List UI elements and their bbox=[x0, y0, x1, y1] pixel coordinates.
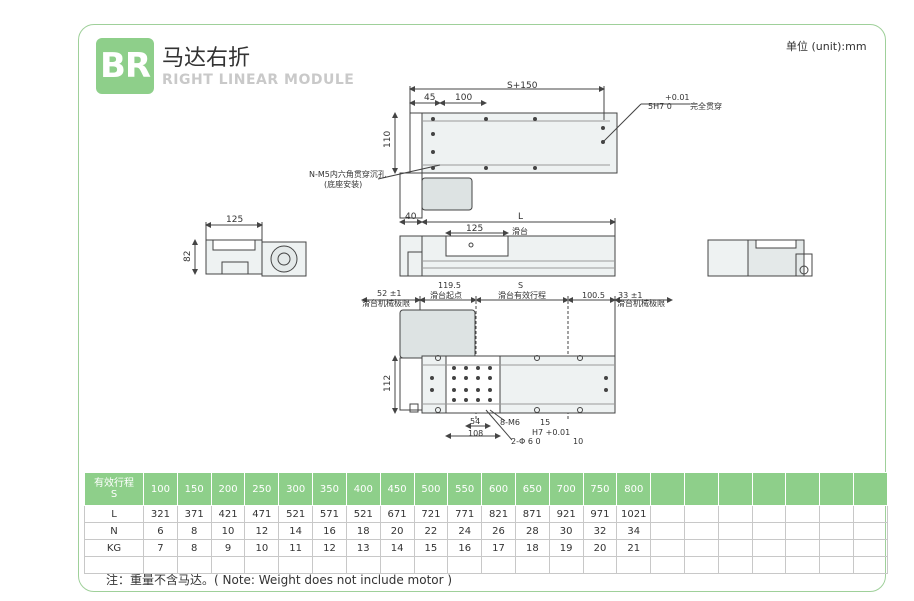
row-label: L bbox=[84, 505, 144, 523]
page-subtitle: RIGHT LINEAR MODULE bbox=[162, 72, 355, 88]
stroke-cell bbox=[785, 472, 821, 506]
row-label bbox=[84, 556, 144, 574]
stroke-cell: 650 bbox=[514, 472, 550, 506]
through-hole-label: 完全贯穿 bbox=[690, 101, 722, 111]
stroke-cell bbox=[684, 472, 719, 506]
table-header-row: 有效行程 S 100 150 200 250 300 350 400 450 5… bbox=[84, 472, 888, 506]
stroke-cell bbox=[853, 472, 888, 506]
front-dim-l: L bbox=[518, 212, 523, 222]
row-label: KG bbox=[84, 539, 144, 557]
bottom-dim-108: 108 bbox=[468, 429, 483, 438]
header-label-cell: 有效行程 S bbox=[84, 472, 144, 506]
unit-label: 单位 (unit):mm bbox=[786, 40, 867, 53]
note-m5: N-M5内六角贯穿沉孔 bbox=[309, 169, 386, 179]
row-label: N bbox=[84, 522, 144, 540]
stroke-cell: 300 bbox=[278, 472, 314, 506]
dim-s150: S+150 bbox=[507, 81, 538, 91]
right-limit-label: 滑台机械极限 bbox=[617, 298, 665, 308]
stroke-cell bbox=[717, 472, 753, 506]
stroke-cell: 800 bbox=[616, 472, 652, 506]
stroke-cell: 150 bbox=[176, 472, 212, 506]
note-base: (底座安装) bbox=[324, 179, 362, 189]
left-limit-dim: 52 ±1 bbox=[377, 289, 402, 298]
stroke-cell bbox=[751, 472, 787, 506]
dim-5h7: 5H7 0 bbox=[648, 102, 672, 111]
pin-depth: 10 bbox=[573, 437, 583, 446]
top-body bbox=[421, 112, 618, 174]
series-badge: BR bbox=[96, 38, 154, 94]
stroke-cell: 600 bbox=[481, 472, 516, 506]
holes-label: 8-M6 bbox=[500, 418, 520, 427]
right-side-view bbox=[707, 239, 813, 277]
table-row bbox=[84, 556, 888, 574]
left-limit-label: 滑台机械极限 bbox=[362, 298, 410, 308]
bottom-dim-112: 112 bbox=[383, 375, 393, 392]
top-motor bbox=[421, 177, 473, 211]
dim-100: 100 bbox=[455, 93, 472, 103]
stroke-cell: 250 bbox=[244, 472, 280, 506]
technical-drawing: 45 100 S+150 +0.01 5H7 0 完全贯穿 110 N-M5内六… bbox=[183, 81, 813, 446]
stroke-cell: 450 bbox=[379, 472, 415, 506]
holes-depth: 15 bbox=[540, 418, 550, 427]
dim-110: 110 bbox=[383, 131, 393, 148]
side-dim-82: 82 bbox=[183, 251, 193, 262]
dim-tol: +0.01 bbox=[665, 93, 690, 102]
stroke-cell bbox=[650, 472, 685, 506]
right-limit-dim: 33 ±1 bbox=[618, 291, 643, 300]
stroke-cell: 500 bbox=[413, 472, 449, 506]
stroke-cell: 350 bbox=[312, 472, 347, 506]
stroke-cell bbox=[819, 472, 855, 506]
page-title: 马达右折 bbox=[162, 46, 251, 71]
stroke-cell: 750 bbox=[582, 472, 618, 506]
side-dim-125: 125 bbox=[226, 215, 243, 225]
stroke-dim-s: S bbox=[518, 281, 523, 290]
front-dim-125: 125 bbox=[466, 224, 483, 234]
weight-note: 注：重量不含马达。( Note: Weight does not include… bbox=[106, 573, 453, 587]
right-dim-100: 100.5 bbox=[582, 291, 605, 300]
start-dim: 119.5 bbox=[438, 281, 461, 290]
pin-label: 2-Φ 6 0 bbox=[511, 437, 541, 446]
bottom-view bbox=[392, 309, 616, 441]
spec-table: 有效行程 S 100 150 200 250 300 350 400 450 5… bbox=[84, 472, 888, 574]
stroke-cell: 550 bbox=[447, 472, 483, 506]
top-view bbox=[377, 86, 690, 219]
top-motor-flange bbox=[409, 112, 423, 174]
left-side-view bbox=[192, 222, 307, 277]
front-slider bbox=[445, 235, 509, 257]
bottom-motor bbox=[399, 309, 476, 359]
front-dim-40: 40 bbox=[405, 212, 417, 222]
front-view bbox=[399, 218, 616, 277]
catalog-frame bbox=[78, 24, 886, 592]
stroke-cell: 400 bbox=[345, 472, 381, 506]
stroke-cell: 100 bbox=[143, 472, 178, 506]
start-label: 滑台起点 bbox=[430, 290, 462, 300]
stroke-cell: 700 bbox=[548, 472, 584, 506]
tolerance-label: H7 +0.01 bbox=[532, 428, 570, 437]
slider-label: 滑台 bbox=[512, 226, 528, 236]
bottom-dim-54: 54 bbox=[470, 417, 480, 426]
stroke-label: 滑台有效行程 bbox=[498, 290, 546, 300]
stroke-cell: 200 bbox=[210, 472, 246, 506]
dim-45: 45 bbox=[424, 93, 435, 103]
